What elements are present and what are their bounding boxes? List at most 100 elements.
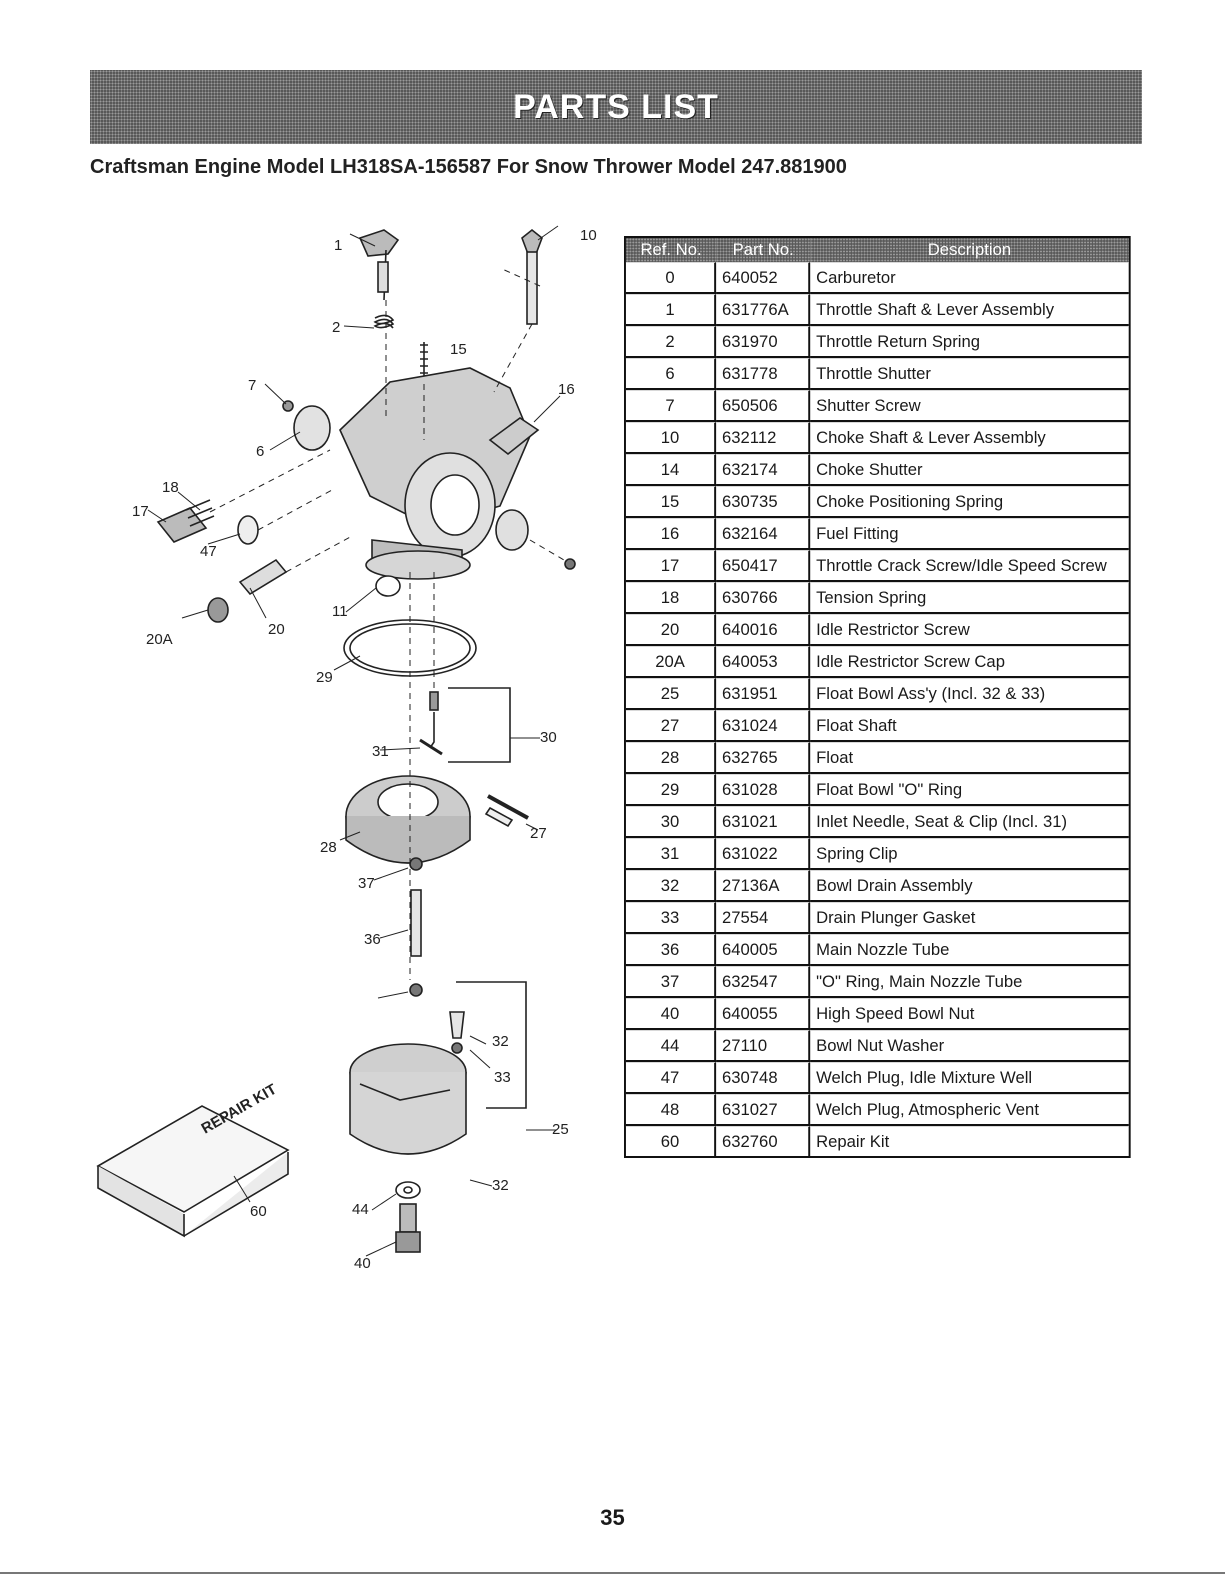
- ref-no-cell: 14: [625, 454, 717, 486]
- ref-no-cell: 29: [625, 774, 717, 806]
- part-no-cell: 630766: [716, 582, 811, 614]
- callout-60: 60: [250, 1203, 267, 1220]
- callout-25: 25: [552, 1121, 569, 1138]
- description-cell: Float: [810, 742, 1129, 774]
- part-no-cell: 640016: [716, 614, 811, 646]
- ref-no-cell: 18: [625, 582, 717, 614]
- callout-28: 28: [320, 839, 337, 856]
- description-cell: Tension Spring: [810, 582, 1129, 614]
- description-cell: Bowl Drain Assembly: [810, 870, 1129, 902]
- ref-no-cell: 16: [625, 518, 717, 550]
- description-cell: Choke Shaft & Lever Assembly: [810, 422, 1129, 454]
- header-ref-no: Ref. No.: [625, 238, 717, 262]
- part-no-cell: 640055: [716, 998, 811, 1030]
- description-cell: High Speed Bowl Nut: [810, 998, 1129, 1030]
- ref-no-cell: 15: [625, 486, 717, 518]
- description-cell: Drain Plunger Gasket: [810, 902, 1129, 934]
- ref-no-cell: 2: [625, 326, 717, 358]
- callout-11: 11: [332, 603, 348, 620]
- ref-no-cell: 1: [625, 294, 717, 326]
- description-cell: Fuel Fitting: [810, 518, 1129, 550]
- callout-31: 31: [372, 743, 389, 760]
- part-no-cell: 630748: [716, 1062, 811, 1094]
- ref-no-cell: 37: [625, 966, 717, 998]
- header-part-no: Part No.: [716, 238, 811, 262]
- page-subtitle: Craftsman Engine Model LH318SA-156587 Fo…: [90, 156, 847, 178]
- description-cell: Float Shaft: [810, 710, 1129, 742]
- callout-29: 29: [316, 669, 333, 686]
- parts-table-header: Ref. No. Part No. Description: [625, 238, 1129, 262]
- part-no-cell: 640005: [716, 934, 811, 966]
- part-no-cell: 632547: [716, 966, 811, 998]
- part-no-cell: 631028: [716, 774, 811, 806]
- callout-15: 15: [450, 341, 467, 358]
- description-cell: Throttle Crack Screw/Idle Speed Screw: [810, 550, 1129, 582]
- description-cell: Idle Restrictor Screw: [810, 614, 1129, 646]
- callout-40: 40: [354, 1255, 371, 1272]
- ref-no-cell: 20: [625, 614, 717, 646]
- part-no-cell: 632112: [716, 422, 811, 454]
- part-no-cell: 631022: [716, 838, 811, 870]
- ref-no-cell: 6: [625, 358, 717, 390]
- description-cell: Choke Positioning Spring: [810, 486, 1129, 518]
- part-no-cell: 631021: [716, 806, 811, 838]
- part-no-cell: 631778: [716, 358, 811, 390]
- ref-no-cell: 25: [625, 678, 717, 710]
- description-cell: Throttle Shutter: [810, 358, 1129, 390]
- callout-10: 10: [580, 227, 597, 244]
- ref-no-cell: 17: [625, 550, 717, 582]
- header-description: Description: [810, 238, 1129, 262]
- page-bottom-rule: [0, 1572, 1225, 1574]
- title-banner: PARTS LIST: [90, 70, 1142, 144]
- ref-no-cell: 28: [625, 742, 717, 774]
- callout-6: 6: [256, 443, 264, 460]
- description-cell: Main Nozzle Tube: [810, 934, 1129, 966]
- part-no-cell: 640052: [716, 262, 811, 294]
- description-cell: Bowl Nut Washer: [810, 1030, 1129, 1062]
- callout-18: 18: [162, 479, 179, 496]
- page-number: 35: [600, 1505, 625, 1530]
- part-no-cell: 632174: [716, 454, 811, 486]
- part-no-cell: 650506: [716, 390, 811, 422]
- part-no-cell: 631970: [716, 326, 811, 358]
- description-cell: Float Bowl Ass'y (Incl. 32 & 33): [810, 678, 1129, 710]
- part-no-cell: 632164: [716, 518, 811, 550]
- ref-no-cell: 20A: [625, 646, 717, 678]
- callout-20a: 20A: [146, 631, 173, 648]
- part-no-cell: 632765: [716, 742, 811, 774]
- callout-36: 36: [364, 931, 381, 948]
- callout-33: 33: [494, 1069, 511, 1086]
- ref-no-cell: 36: [625, 934, 717, 966]
- ref-no-cell: 60: [625, 1126, 717, 1156]
- ref-no-cell: 27: [625, 710, 717, 742]
- description-cell: Inlet Needle, Seat & Clip (Incl. 31): [810, 806, 1129, 838]
- ref-no-cell: 40: [625, 998, 717, 1030]
- part-no-cell: 27554: [716, 902, 811, 934]
- description-cell: Repair Kit: [810, 1126, 1129, 1156]
- ref-no-cell: 31: [625, 838, 717, 870]
- ref-no-cell: 47: [625, 1062, 717, 1094]
- callout-16: 16: [558, 381, 575, 398]
- part-no-cell: 631951: [716, 678, 811, 710]
- description-cell: Throttle Return Spring: [810, 326, 1129, 358]
- callout-27: 27: [530, 825, 547, 842]
